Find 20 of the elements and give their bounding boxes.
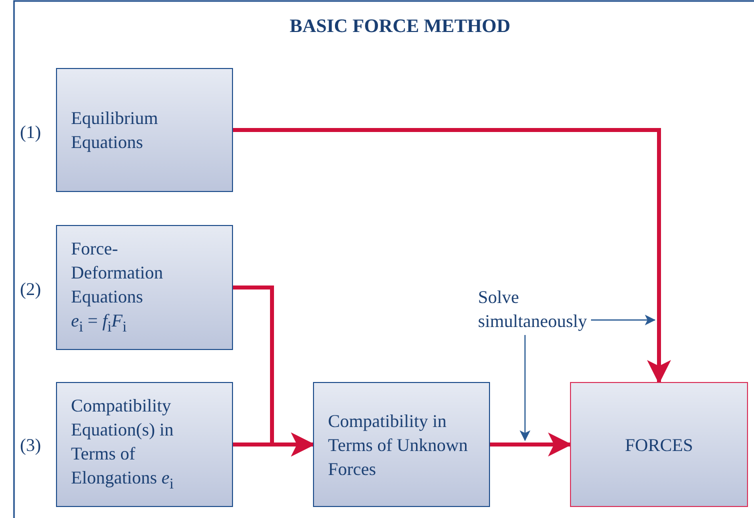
process-box xyxy=(56,68,233,192)
process-box xyxy=(56,382,233,507)
box-label: Compatibility in Terms of Unknown Forces xyxy=(328,410,469,480)
annotation-text: Solve simultaneously xyxy=(478,285,618,333)
arrow xyxy=(233,128,671,384)
diagram-title: BASIC FORCE METHOD xyxy=(288,16,512,38)
step-number: (3) xyxy=(20,434,41,457)
box-label: Equilibrium Equations xyxy=(71,107,159,154)
result-box xyxy=(570,382,748,507)
arrow xyxy=(490,432,572,456)
process-box xyxy=(313,382,490,507)
step-number: (1) xyxy=(20,121,41,144)
leader-line xyxy=(520,335,530,442)
box-label: Compatibility Equation(s) in Terms of Elongations e$_{i}$ xyxy=(71,394,175,494)
process-box xyxy=(56,225,233,350)
leader-line xyxy=(591,314,656,326)
box-label: FORCES xyxy=(624,434,694,456)
box-label: e$_{i}$ = f$_{i}$F$_{i}$ xyxy=(71,309,127,337)
arrow xyxy=(233,432,315,456)
step-number: (2) xyxy=(20,278,41,301)
